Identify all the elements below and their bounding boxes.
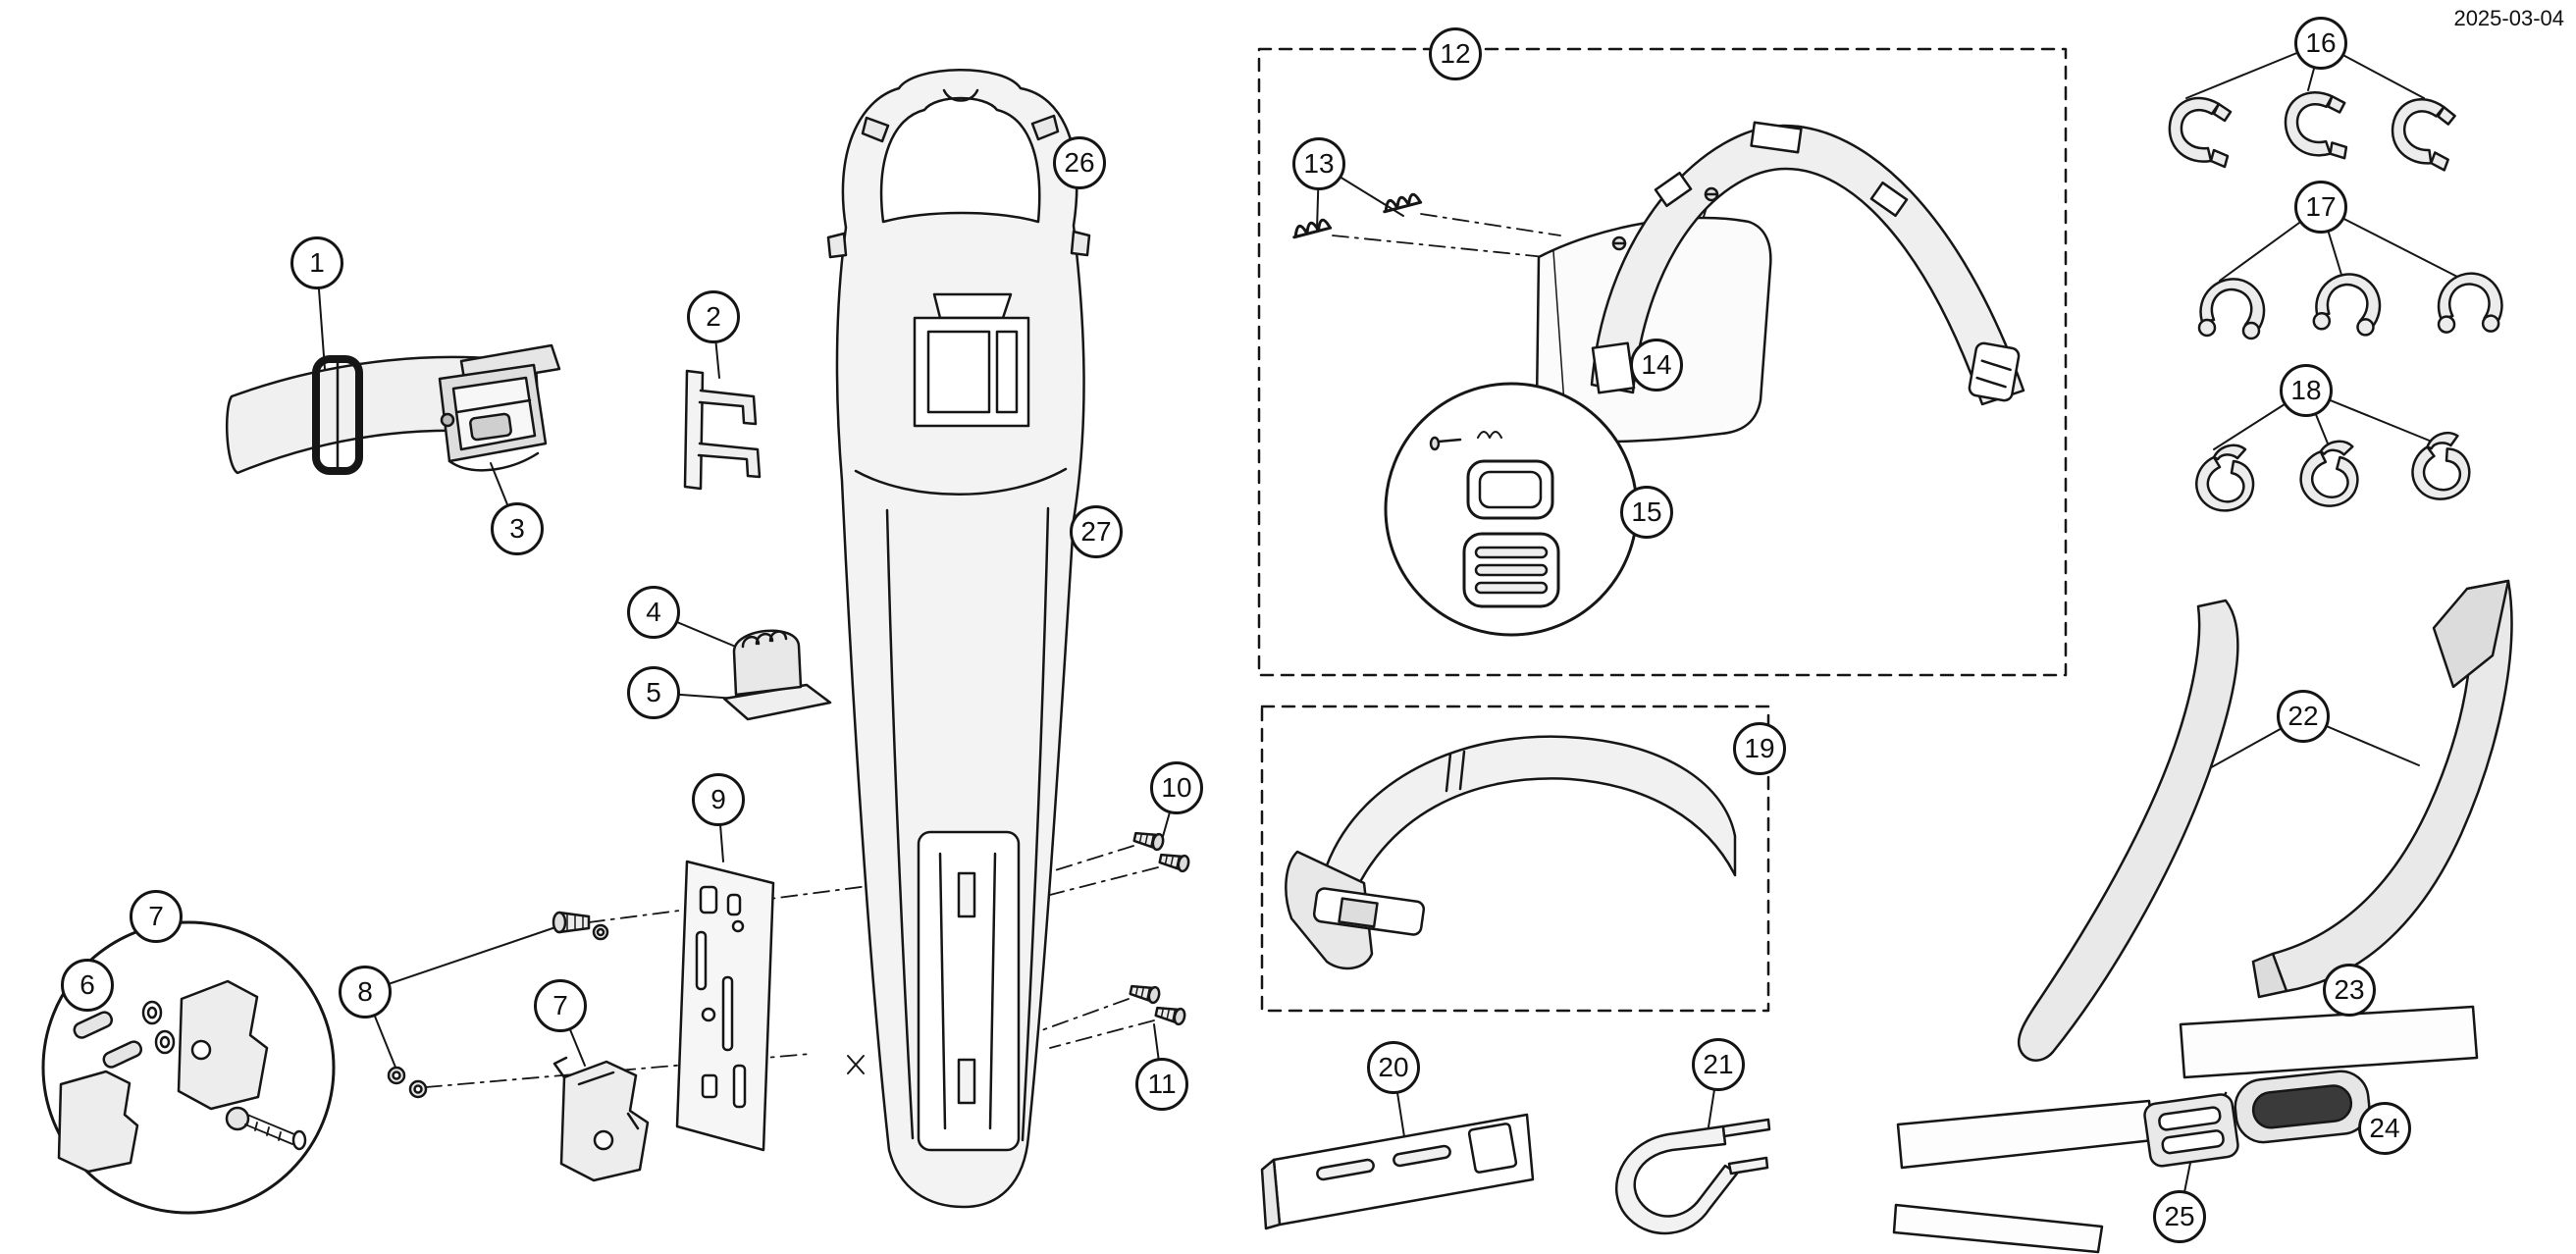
callout-7-detail: 7 [130, 890, 183, 943]
part-10-screws [1131, 827, 1191, 874]
callout-6: 6 [61, 959, 114, 1012]
detail-circle-6-7 [41, 920, 336, 1215]
part-19-headband [1285, 735, 1737, 970]
callout-16: 16 [2294, 17, 2347, 70]
part-9-mounting-plate [675, 860, 775, 1152]
part-7-bracket [552, 1056, 650, 1182]
callout-21: 21 [1692, 1038, 1745, 1091]
callout-19: 19 [1733, 722, 1786, 775]
callout-9: 9 [692, 773, 745, 826]
part-16-hooks [2168, 87, 2458, 173]
callout-12: 12 [1429, 27, 1482, 80]
part-14-screws [1611, 186, 1719, 251]
part-20-slotted-strap [1260, 1113, 1535, 1230]
part-24-buckle [2219, 1070, 2371, 1144]
callout-25: 25 [2153, 1190, 2206, 1243]
part-23-strap-band [2179, 1005, 2479, 1079]
callout-15: 15 [1620, 486, 1673, 539]
callout-1: 1 [290, 236, 343, 289]
part-12-helmet-arc [1535, 121, 2025, 444]
part-17-hooks [2197, 269, 2506, 340]
callout-27: 27 [1070, 505, 1123, 558]
callout-8: 8 [339, 966, 392, 1019]
part-4-5-cable-clamp [722, 629, 832, 721]
callout-22: 22 [2277, 690, 2330, 743]
callout-4: 4 [627, 586, 680, 639]
callout-26: 26 [1053, 136, 1106, 189]
part-18-hooks [2195, 429, 2474, 512]
part-2-bracket [683, 369, 762, 491]
part-8-screws [387, 911, 609, 1099]
callout-23: 23 [2323, 964, 2376, 1017]
callout-11: 11 [1135, 1058, 1188, 1111]
callout-13: 13 [1292, 137, 1345, 190]
part-25-strap-adjuster [1892, 1093, 2239, 1254]
part-21-hook-clip [1615, 1118, 1771, 1235]
leader-lines [86, 42, 2462, 1218]
callout-14: 14 [1630, 339, 1683, 392]
part-26-27-carrier-frame [826, 69, 1091, 1209]
detail-box-19 [1260, 705, 1770, 1013]
revision-date: 2025-03-04 [2453, 6, 2564, 30]
detail-circle-15 [1384, 382, 1639, 637]
callout-7: 7 [534, 979, 587, 1032]
callout-3: 3 [491, 502, 544, 555]
callout-5: 5 [627, 666, 680, 719]
callout-20: 20 [1367, 1041, 1420, 1094]
callout-10: 10 [1150, 761, 1203, 814]
part-22-shoulder-straps [2017, 579, 2513, 1062]
part-11-screws [1128, 980, 1187, 1027]
callout-17: 17 [2294, 181, 2347, 234]
callout-24: 24 [2358, 1102, 2411, 1155]
callout-2: 2 [687, 290, 740, 343]
callout-18: 18 [2280, 364, 2333, 417]
detail-box-12 [1257, 47, 2068, 677]
part-3-belt-buckle [438, 363, 548, 472]
